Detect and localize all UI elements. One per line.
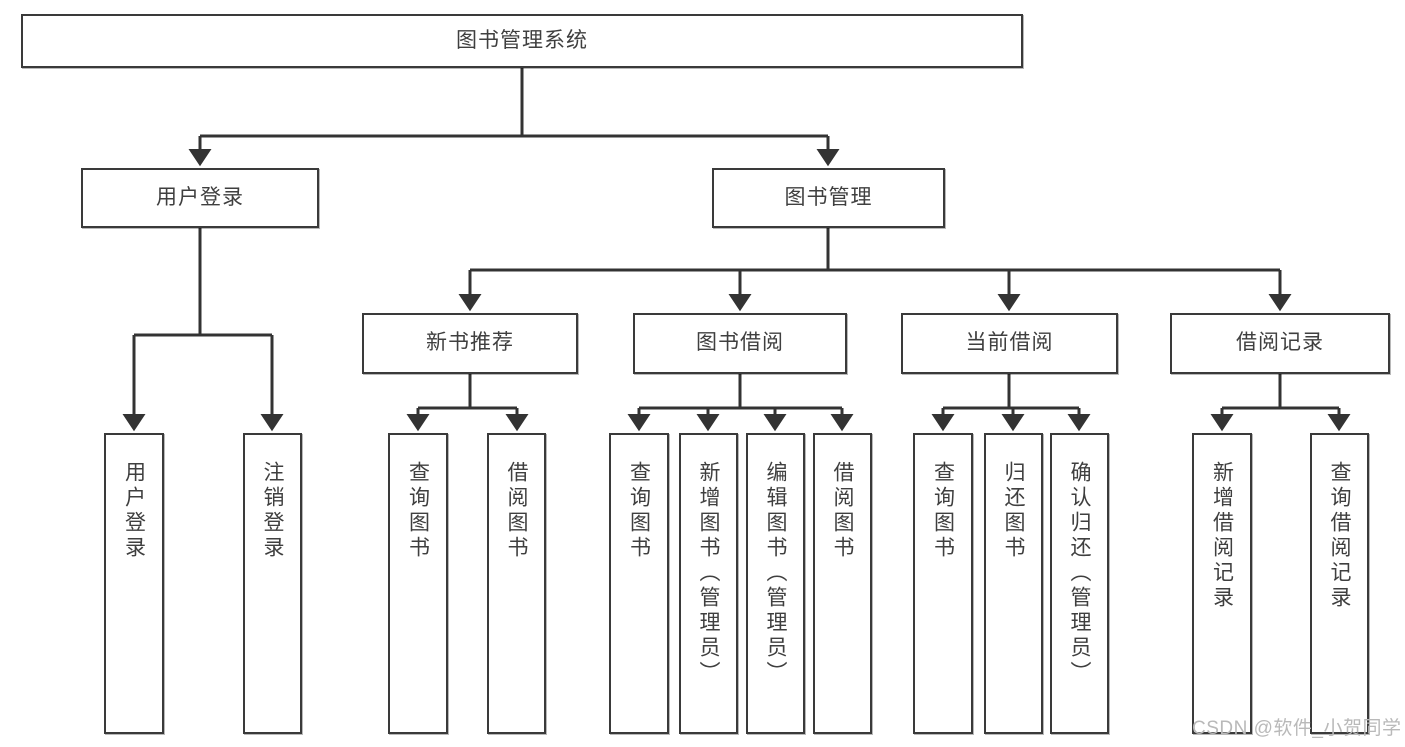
node-book-borrow-label: 图书借阅 [696, 331, 784, 355]
node-book-manage-label: 图书管理 [784, 185, 873, 209]
node-leaf-user-logout[interactable]: 注销登录 [243, 433, 302, 734]
node-leaf-rec-borrow[interactable]: 借阅图书 [487, 433, 546, 734]
node-current-borrow[interactable]: 当前借阅 [901, 313, 1118, 374]
node-leaf-rec-add[interactable]: 新增借阅记录 [1192, 433, 1252, 734]
node-leaf-cur-confirm-label: 确认归还（管理员） [1068, 461, 1091, 686]
node-new-book-rec-label: 新书推荐 [426, 331, 514, 355]
node-leaf-rec-query[interactable]: 查询图书 [388, 433, 448, 734]
node-leaf-borrow-edit-label: 编辑图书（管理员） [764, 461, 787, 686]
node-leaf-rec-add-label: 新增借阅记录 [1210, 461, 1234, 611]
node-current-borrow-label: 当前借阅 [965, 331, 1054, 355]
node-user-login[interactable]: 用户登录 [81, 168, 319, 228]
node-leaf-borrow-add-label: 新增图书（管理员） [697, 461, 720, 686]
node-leaf-borrow-add[interactable]: 新增图书（管理员） [679, 433, 738, 734]
node-borrow-record-label: 借阅记录 [1236, 331, 1324, 355]
node-leaf-borrow-query-label: 查询图书 [627, 461, 651, 561]
node-root[interactable]: 图书管理系统 [21, 14, 1023, 68]
node-book-manage[interactable]: 图书管理 [712, 168, 945, 228]
node-leaf-borrow-lend[interactable]: 借阅图书 [813, 433, 872, 734]
node-leaf-rec-search-label: 查询借阅记录 [1328, 461, 1351, 611]
node-leaf-user-login-label: 用户登录 [122, 461, 146, 561]
node-leaf-borrow-lend-label: 借阅图书 [831, 461, 854, 561]
node-leaf-rec-search[interactable]: 查询借阅记录 [1310, 433, 1369, 734]
node-leaf-rec-query-label: 查询图书 [406, 461, 430, 561]
node-leaf-cur-query[interactable]: 查询图书 [913, 433, 973, 734]
node-root-label: 图书管理系统 [456, 28, 588, 52]
node-leaf-cur-return[interactable]: 归还图书 [984, 433, 1043, 734]
node-leaf-user-logout-label: 注销登录 [261, 461, 284, 561]
node-leaf-cur-return-label: 归还图书 [1002, 461, 1025, 561]
node-leaf-user-login[interactable]: 用户登录 [104, 433, 164, 734]
node-book-borrow[interactable]: 图书借阅 [633, 313, 847, 374]
node-new-book-rec[interactable]: 新书推荐 [362, 313, 578, 374]
node-leaf-cur-query-label: 查询图书 [931, 461, 955, 561]
node-user-login-label: 用户登录 [156, 185, 244, 209]
node-leaf-borrow-edit[interactable]: 编辑图书（管理员） [746, 433, 805, 734]
node-leaf-rec-borrow-label: 借阅图书 [505, 461, 528, 561]
node-leaf-cur-confirm[interactable]: 确认归还（管理员） [1050, 433, 1109, 734]
node-borrow-record[interactable]: 借阅记录 [1170, 313, 1390, 374]
node-leaf-borrow-query[interactable]: 查询图书 [609, 433, 669, 734]
